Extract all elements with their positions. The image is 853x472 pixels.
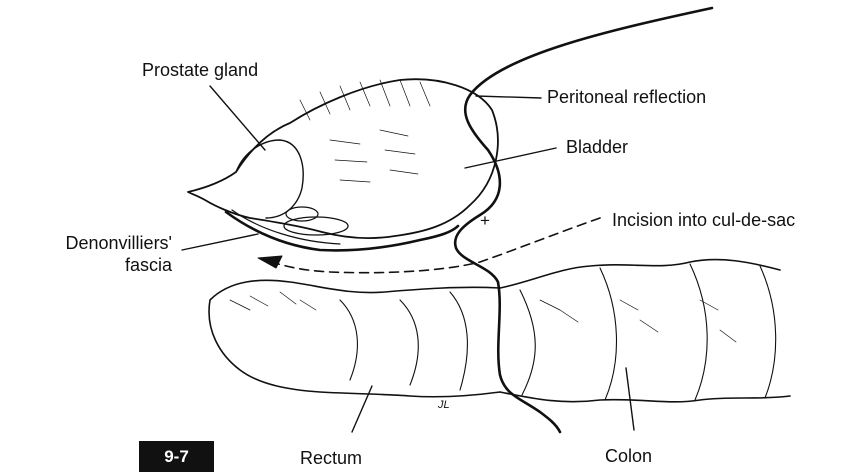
artist-signature: JL xyxy=(437,399,450,411)
leader-colon xyxy=(626,368,634,430)
leader-prostate xyxy=(210,86,265,150)
prostate-outline xyxy=(236,140,303,218)
label-denonvilliers-line1: Denonvilliers' xyxy=(0,233,172,254)
label-incision: Incision into cul-de-sac xyxy=(612,210,795,231)
colon-haustra xyxy=(520,264,776,400)
label-bladder: Bladder xyxy=(566,137,628,158)
label-prostate-gland: Prostate gland xyxy=(142,60,258,81)
incision-arrowhead xyxy=(258,256,282,268)
colon-outline xyxy=(500,260,790,402)
rectum-fold xyxy=(340,292,467,390)
figure-number-badge: 9-7 xyxy=(139,441,214,472)
plus-mark: + xyxy=(480,211,490,230)
bladder-outline xyxy=(188,79,498,238)
seminal-vesicle xyxy=(286,207,318,221)
leader-bladder xyxy=(465,148,556,168)
label-colon: Colon xyxy=(605,446,652,467)
leader-peritoneal xyxy=(476,96,541,98)
label-rectum: Rectum xyxy=(300,448,362,469)
leader-denonvilliers xyxy=(182,234,258,250)
label-peritoneal-reflection: Peritoneal reflection xyxy=(547,87,706,108)
label-denonvilliers-line2: fascia xyxy=(0,255,172,276)
